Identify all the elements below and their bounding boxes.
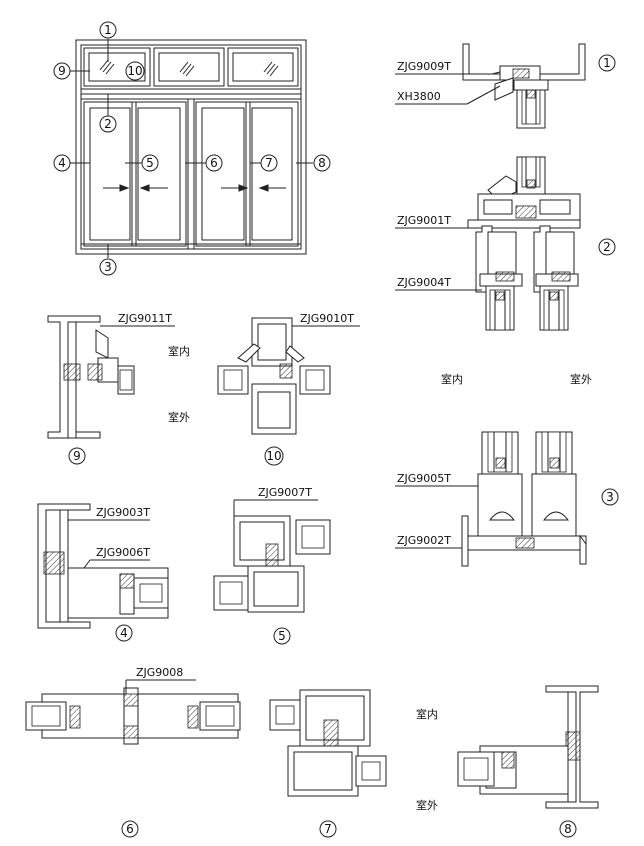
svg-text:1: 1 (104, 23, 112, 37)
section-7: 7 室内 室外 (269, 689, 438, 838)
svg-text:4: 4 (58, 156, 66, 170)
section-5: ZJG9007T 5 (213, 486, 331, 645)
section-4-number: 4 (120, 626, 128, 640)
label-zjg9005t: ZJG9005T (397, 472, 451, 485)
outdoor-label: 室外 (570, 372, 592, 386)
outdoor-label: 室外 (416, 798, 438, 812)
section-9-number: 9 (73, 449, 81, 463)
callout-2: 2 (99, 115, 117, 133)
label-zjg9011t: ZJG9011T (118, 312, 172, 325)
callout-10: 10 (125, 61, 145, 81)
svg-text:8: 8 (318, 156, 326, 170)
label-zjg9003t: ZJG9003T (96, 506, 150, 519)
indoor-label: 室内 (168, 344, 190, 358)
section-3-number: 3 (606, 490, 614, 504)
indoor-label: 室内 (416, 707, 438, 721)
label-zjg9002t: ZJG9002T (397, 534, 451, 547)
label-zjg9010t: ZJG9010T (300, 312, 354, 325)
window-elevation (70, 39, 313, 258)
label-zjg9008: ZJG9008 (136, 666, 183, 679)
label-zjg9001t: ZJG9001T (397, 214, 451, 227)
section-4: ZJG9003T ZJG9006T 4 (37, 503, 169, 642)
section-6: ZJG9008 6 (25, 666, 241, 838)
callout-7: 7 (260, 154, 278, 172)
section-7-number: 7 (324, 822, 332, 836)
callout-6: 6 (205, 154, 223, 172)
section-1: ZJG9009T XH3800 1 (395, 43, 616, 129)
svg-text:2: 2 (104, 117, 112, 131)
svg-text:7: 7 (265, 156, 273, 170)
callout-8: 8 (313, 154, 331, 172)
svg-text:3: 3 (104, 260, 112, 274)
callout-9: 9 (53, 62, 71, 80)
section-10: ZJG9010T 10 (217, 312, 360, 466)
svg-text:9: 9 (58, 64, 66, 78)
section-9: ZJG9011T 室内 室外 9 (47, 312, 190, 465)
callout-3: 3 (99, 258, 117, 276)
label-xh3800: XH3800 (397, 90, 441, 103)
section-8-number: 8 (564, 822, 572, 836)
section-3: ZJG9005T ZJG9002T 3 (395, 431, 619, 567)
section-5-number: 5 (278, 629, 286, 643)
svg-text:5: 5 (146, 156, 154, 170)
svg-text:6: 6 (210, 156, 218, 170)
section-2: ZJG9001T ZJG9004T 2 室内 室外 (395, 156, 616, 386)
callout-5: 5 (141, 154, 159, 172)
section-8: 8 (457, 685, 599, 838)
section-10-number: 10 (266, 449, 281, 463)
label-zjg9009t: ZJG9009T (397, 60, 451, 73)
label-zjg9007t: ZJG9007T (258, 486, 312, 499)
outdoor-label: 室外 (168, 410, 190, 424)
section-1-number: 1 (603, 56, 611, 70)
section-6-number: 6 (126, 822, 134, 836)
indoor-label: 室内 (441, 372, 463, 386)
svg-text:10: 10 (127, 64, 142, 78)
callout-1: 1 (99, 21, 117, 39)
label-zjg9004t: ZJG9004T (397, 276, 451, 289)
section-2-number: 2 (603, 240, 611, 254)
callout-4: 4 (53, 154, 71, 172)
elevation-callouts: 1 2 3 4 5 6 7 8 9 10 (53, 21, 331, 276)
label-zjg9006t: ZJG9006T (96, 546, 150, 559)
